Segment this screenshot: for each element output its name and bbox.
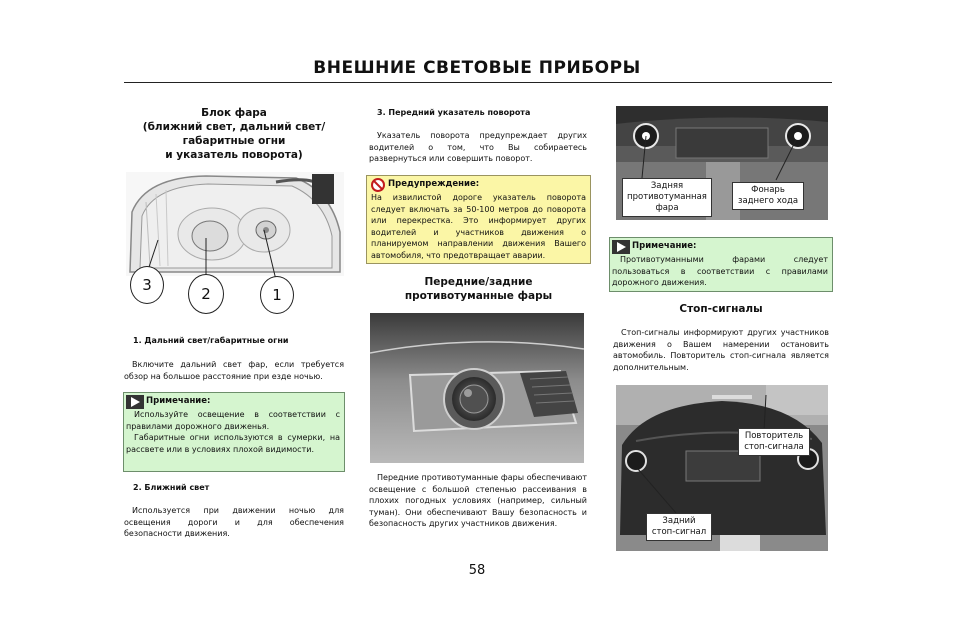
stop-signals-text: Стоп-сигналы информируют других участник… [613,328,829,372]
play-arrow-icon [126,395,144,409]
header-rule [124,82,832,83]
warning-box: Предупреждение: На извилистой дороге ука… [366,175,591,264]
warning-text: На извилистой дороге указатель поворота … [371,193,586,260]
low-beam-heading: 2. Ближний свет [133,483,210,492]
callout-number-2: 2 [188,274,224,314]
fog-note-box: Примечание: Противотуманными фарами след… [609,237,833,292]
turn-signal-text: Указатель поворота предупреждает других … [369,131,587,164]
fog-title-line-2: противотуманные фары [404,290,553,302]
front-fog-lamp-image [370,313,584,463]
headlamp-leader-lines [147,229,277,281]
callout-number-3: 3 [130,266,164,304]
turn-signal-heading: 3. Передний указатель поворота [377,108,531,117]
rear-fog-lamp-callout: Задняя противотуманная фара [622,178,712,217]
fog-lamp-drawing [370,313,584,463]
lighting-note-line-2: Габаритные огни используются в сумерки, … [126,433,340,454]
stop-repeater-callout: Повторитель стоп-сигнала [738,428,810,456]
fog-lamps-text: Передние противотуманные фары обеспечива… [369,473,587,529]
fog-note-heading-row: Примечание: [612,240,828,254]
page-number: 58 [468,563,486,578]
reverse-lamp-callout: Фонарь заднего хода [732,182,804,210]
headlamp-section-title: Блок фара (ближний свет, дальний свет/ г… [124,106,344,162]
stop-signals-title: Стоп-сигналы [679,303,763,315]
stop-lights-leader-lines [637,394,767,514]
page-title: ВНЕШНИЕ СВЕТОВЫЕ ПРИБОРЫ [313,58,641,78]
headlamp-title-line-4: и указатель поворота) [165,149,303,161]
prohibition-icon [371,178,385,192]
rear-stop-signal-callout: Задний стоп-сигнал [646,513,712,541]
lighting-note-heading: Примечание: [146,396,211,407]
headlamp-title-line-3: габаритные огни [182,135,286,147]
high-beam-heading: 1. Дальний свет/габаритные огни [133,336,289,345]
lighting-note-line-1: Используйте освещение в соответствии с п… [126,410,340,431]
headlamp-title-line-1: Блок фара [201,107,267,119]
fog-note-heading: Примечание: [632,241,697,252]
callout-number-1: 1 [260,276,294,314]
fog-lamps-section-title: Передние/задние противотуманные фары [366,275,591,303]
headlamp-image [126,172,344,276]
lighting-note-heading-row: Примечание: [126,395,340,409]
play-arrow-icon [612,240,630,254]
headlamp-title-line-2: (ближний свет, дальний свет/ [142,121,326,133]
low-beam-text: Используется при движении ночью для осве… [124,506,344,539]
rear-lights-leader-lines [641,135,797,181]
warning-heading-row: Предупреждение: [371,178,586,192]
fog-note-text: Противотуманными фарами следует пользова… [612,255,828,287]
high-beam-text: Включите дальний свет фар, если требуетс… [124,360,344,381]
fog-title-line-1: Передние/задние [424,276,533,288]
warning-heading: Предупреждение: [388,179,480,190]
lighting-note-box: Примечание: Используйте освещение в соот… [123,392,345,472]
